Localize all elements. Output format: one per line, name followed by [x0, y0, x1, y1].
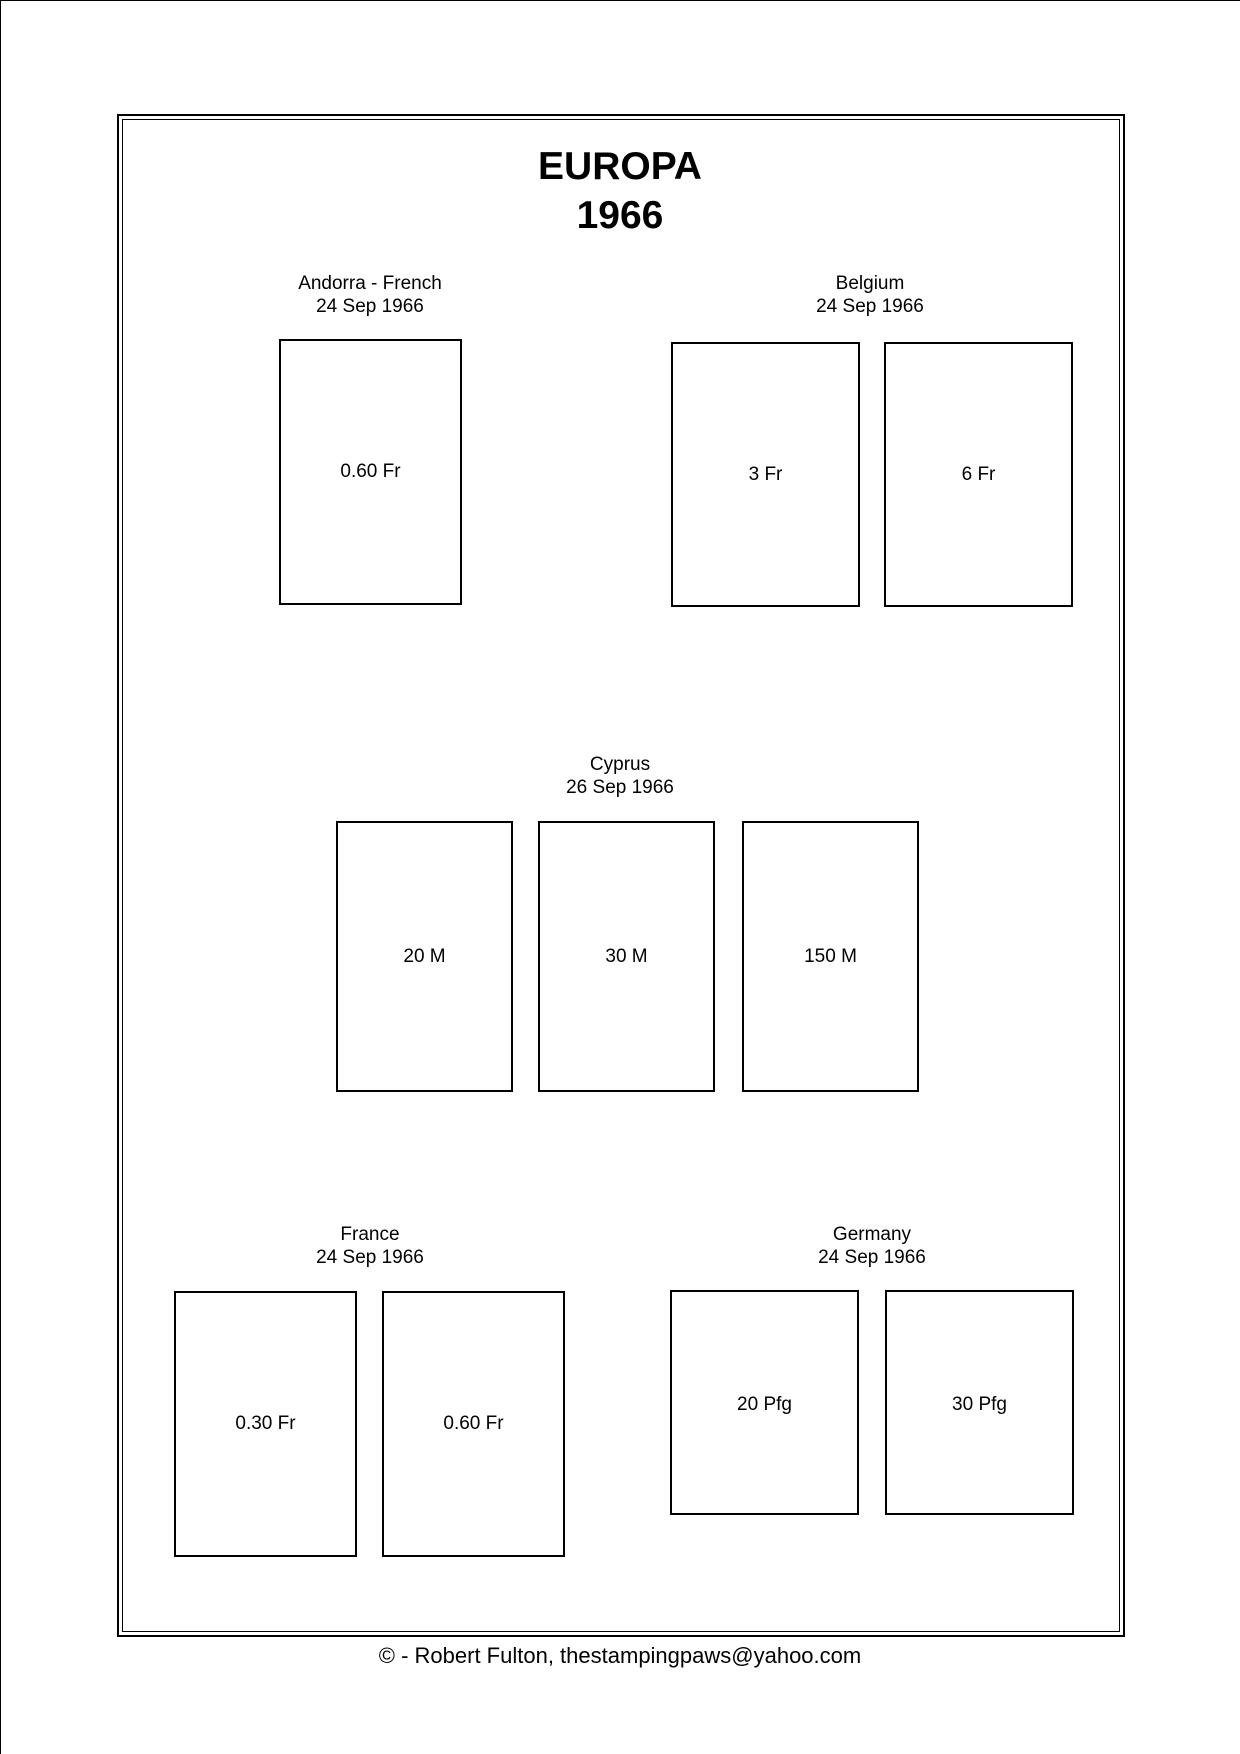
issue-date: 26 Sep 1966 [566, 777, 674, 798]
issue-date: 24 Sep 1966 [316, 296, 424, 317]
stamp-space: 30 Pfg [885, 1290, 1074, 1515]
stamp-denomination: 0.30 Fr [235, 1413, 296, 1434]
stamp-denomination: 30 Pfg [952, 1394, 1007, 1415]
stamp-space: 20 M [336, 821, 513, 1092]
stamp-denomination: 0.60 Fr [340, 461, 401, 482]
page-left-edge [0, 0, 1, 1754]
group-germany-label: Germany 24 Sep 1966 [692, 1223, 1052, 1269]
page-frame-inner [122, 119, 1120, 1632]
group-belgium-label: Belgium 24 Sep 1966 [690, 272, 1050, 318]
stamp-denomination: 0.60 Fr [443, 1413, 504, 1434]
stamp-space: 30 M [538, 821, 715, 1092]
issue-date: 24 Sep 1966 [816, 296, 924, 317]
stamp-denomination: 3 Fr [748, 463, 783, 485]
stamp-space: 0.60 Fr [279, 339, 462, 605]
stamp-denomination: 150 M [804, 945, 857, 967]
stamp-denomination: 30 M [605, 945, 648, 967]
copyright-footer: © - Robert Fulton, thestampingpaws@yahoo… [378, 1643, 862, 1668]
stamp-denomination: 6 Fr [961, 463, 996, 485]
page-top-edge [0, 0, 1240, 1]
stamp-space: 0.30 Fr [174, 1291, 357, 1557]
stamp-denomination: 20 M [403, 945, 446, 967]
country-name: Cyprus [589, 754, 651, 775]
stamp-space: 6 Fr [884, 342, 1073, 607]
stamp-space: 3 Fr [671, 342, 860, 607]
issue-date: 24 Sep 1966 [818, 1247, 926, 1268]
issue-date: 24 Sep 1966 [316, 1247, 424, 1268]
group-andorra-label: Andorra - French 24 Sep 1966 [190, 272, 550, 318]
page-title-year: 1966 [576, 194, 664, 237]
stamp-space: 20 Pfg [670, 1290, 859, 1515]
country-name: Germany [832, 1224, 912, 1245]
country-name: Andorra - French [298, 273, 442, 294]
stamp-space: 150 M [742, 821, 919, 1092]
country-name: Belgium [835, 273, 905, 294]
stamp-denomination: 20 Pfg [737, 1394, 792, 1415]
group-france-label: France 24 Sep 1966 [190, 1223, 550, 1269]
country-name: France [340, 1224, 400, 1245]
page-title: EUROPA [538, 145, 702, 188]
stamp-space: 0.60 Fr [382, 1291, 565, 1557]
group-cyprus-label: Cyprus 26 Sep 1966 [440, 753, 800, 799]
page-frame-outer [117, 114, 1125, 1637]
